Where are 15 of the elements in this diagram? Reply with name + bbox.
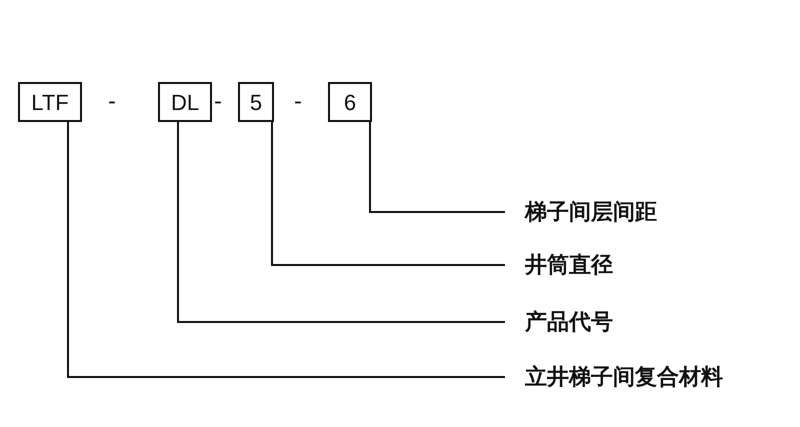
separator-dash: -	[108, 88, 116, 116]
code-box: LTF	[18, 82, 82, 122]
leader-line	[369, 122, 505, 213]
separator-dash: -	[214, 88, 222, 116]
description-text: 梯子间层间距	[505, 192, 765, 232]
code-box: DL	[158, 82, 212, 122]
description-text: 井筒直径	[505, 245, 765, 285]
separator-dash: -	[294, 88, 302, 116]
leader-line	[271, 122, 505, 266]
leader-line	[177, 122, 505, 323]
description-text: 产品代号	[505, 302, 765, 342]
description-text: 立井梯子间复合材料	[505, 357, 795, 397]
code-box: 5	[238, 82, 274, 122]
leader-line	[67, 122, 505, 378]
code-box: 6	[328, 82, 372, 122]
